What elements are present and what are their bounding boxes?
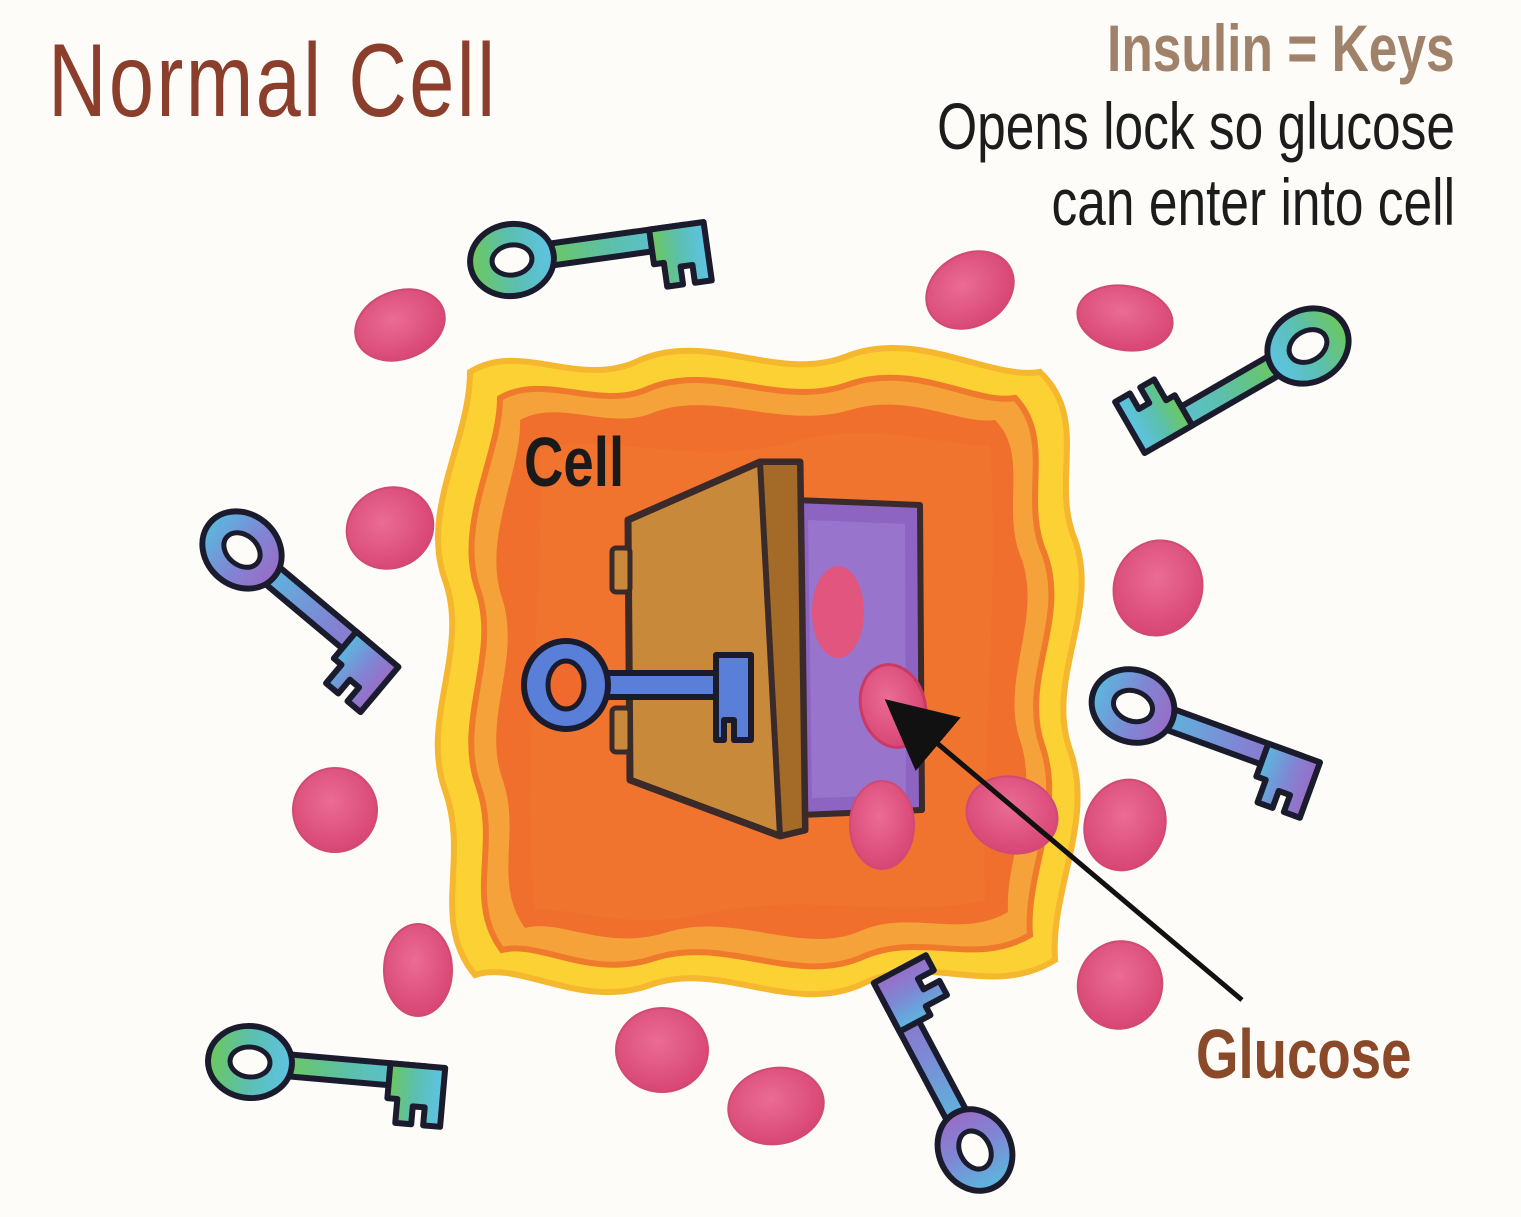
glucose-label: Glucose bbox=[1196, 1014, 1411, 1094]
glucose-molecule-icon bbox=[293, 768, 377, 852]
explanation-line-1: Opens lock so glucose bbox=[937, 88, 1455, 164]
glucose-molecule-icon bbox=[384, 924, 452, 1016]
glucose-molecule-icon bbox=[850, 781, 914, 869]
explanation-line-2: can enter into cell bbox=[937, 164, 1455, 240]
glucose-molecule-icon bbox=[616, 1008, 708, 1092]
cell-door-icon bbox=[612, 462, 805, 836]
insulin-explanation: Opens lock so glucose can enter into cel… bbox=[937, 88, 1455, 240]
page-title: Normal Cell bbox=[48, 22, 497, 141]
cell-doorway bbox=[795, 500, 922, 815]
cell-label: Cell bbox=[524, 422, 624, 502]
insulin-keys-legend: Insulin = Keys bbox=[1107, 10, 1455, 86]
